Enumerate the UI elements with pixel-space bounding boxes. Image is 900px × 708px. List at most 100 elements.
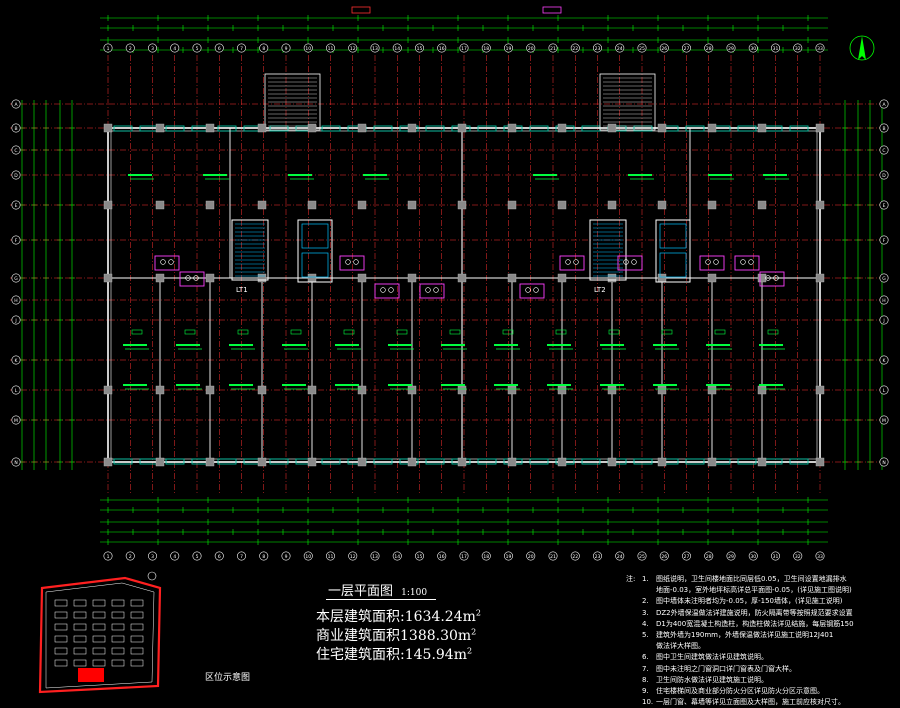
axis-number: 27 (684, 46, 690, 52)
axis-number: 23 (595, 46, 601, 52)
stair-label: LT2 (594, 286, 606, 294)
axis-number: 22 (572, 46, 578, 52)
axis-bubble (704, 551, 714, 561)
axis-number: 18 (483, 46, 489, 52)
axis-letter: N (14, 460, 17, 466)
fixture (380, 287, 386, 293)
north-arrow (858, 36, 866, 60)
column (357, 457, 367, 467)
axis-bubble (148, 551, 158, 561)
unit-sup: 2 (471, 627, 477, 637)
axis-letter: E (15, 203, 18, 209)
axis-number: 14 (394, 554, 400, 560)
column (457, 123, 467, 133)
axis-number: 6 (218, 554, 221, 560)
note-row: 做法详大样图。 (626, 641, 896, 652)
axis-bubble (879, 315, 889, 325)
axis-letter: L (15, 388, 18, 394)
axis-number: 16 (439, 554, 445, 560)
axis-bubble (11, 99, 21, 109)
fixture (425, 287, 431, 293)
axis-number: 15 (417, 554, 423, 560)
axis-bubble (11, 200, 21, 210)
axis-number: 11 (328, 46, 334, 52)
column (357, 273, 367, 283)
room-label-box (131, 329, 143, 335)
note-text: 住宅楼梯间及商业部分防火分区详见防火分区示意图。 (656, 687, 824, 696)
fixture (740, 259, 746, 265)
site-building (130, 659, 144, 667)
axis-bubble (503, 43, 513, 53)
axis-bubble (879, 200, 889, 210)
axis-letter: D (882, 173, 886, 179)
toilet-room (519, 283, 545, 299)
axis-letter: B (14, 126, 17, 132)
axis-bubble (11, 315, 21, 325)
site-building (73, 659, 87, 667)
axis-letter: H (14, 298, 17, 304)
note-row: 8.卫生间防水做法详见建筑施工说明。 (626, 675, 896, 686)
axis-bubble (392, 43, 402, 53)
axis-bubble (414, 43, 424, 53)
fixture (748, 259, 754, 265)
column (507, 457, 517, 467)
note-row: 2.图中墙体未注明者均为-0.05，厚-150墙体，(详见施工说明) (626, 596, 896, 607)
window (737, 125, 757, 132)
column (757, 200, 767, 210)
fixture (565, 259, 571, 265)
fixture (713, 259, 719, 265)
axis-number: 8 (262, 46, 265, 52)
fixture (160, 259, 166, 265)
axis-bubble (548, 43, 558, 53)
column (205, 200, 215, 210)
fixture (533, 287, 539, 293)
axis-letter: H (882, 298, 885, 304)
room-label-box (661, 329, 673, 335)
note-text: 图中墙体未注明者均为-0.05，厚-150墙体，(详见施工说明) (656, 597, 843, 606)
column (657, 200, 667, 210)
axis-bubble (459, 43, 469, 53)
column (155, 457, 165, 467)
column (257, 385, 267, 395)
axis-letter: A (882, 102, 886, 108)
window (581, 458, 601, 465)
axis-number: 10 (305, 46, 311, 52)
axis-bubble (170, 551, 180, 561)
column (757, 385, 767, 395)
axis-bubble (879, 385, 889, 395)
site-building (54, 623, 68, 631)
axis-bubble (659, 551, 669, 561)
window (425, 125, 445, 132)
axis-number: 29 (728, 46, 734, 52)
axis-letter: E (883, 203, 886, 209)
axis-number: 15 (417, 46, 423, 52)
toilet-room (559, 255, 585, 271)
column (357, 200, 367, 210)
note-number: 5. (642, 631, 649, 640)
column (657, 457, 667, 467)
window (217, 458, 237, 465)
axis-number: 3 (151, 46, 154, 52)
axis-number: 5 (196, 46, 199, 52)
axis-bubble (370, 43, 380, 53)
axis-bubble (879, 235, 889, 245)
axis-bubble (237, 43, 247, 53)
note-number: 7. (642, 664, 649, 673)
axis-number: 24 (617, 554, 623, 560)
axis-bubble (570, 43, 580, 53)
axis-bubble (793, 43, 803, 53)
lift-car (301, 252, 329, 278)
window (425, 458, 445, 465)
note-row: 5.建筑外墙为190mm，外墙保温做法详见施工说明12J401 (626, 630, 896, 641)
axis-bubble (748, 43, 758, 53)
axis-bubble (325, 551, 335, 561)
site-building (130, 623, 144, 631)
site-boundary-inner (45, 582, 155, 689)
section-marker (542, 6, 562, 14)
axis-letter: M (14, 418, 18, 424)
site-building (92, 635, 106, 643)
axis-bubble (770, 43, 780, 53)
lift-shaft (655, 219, 691, 283)
plan-scale: 1:100 (401, 588, 428, 598)
